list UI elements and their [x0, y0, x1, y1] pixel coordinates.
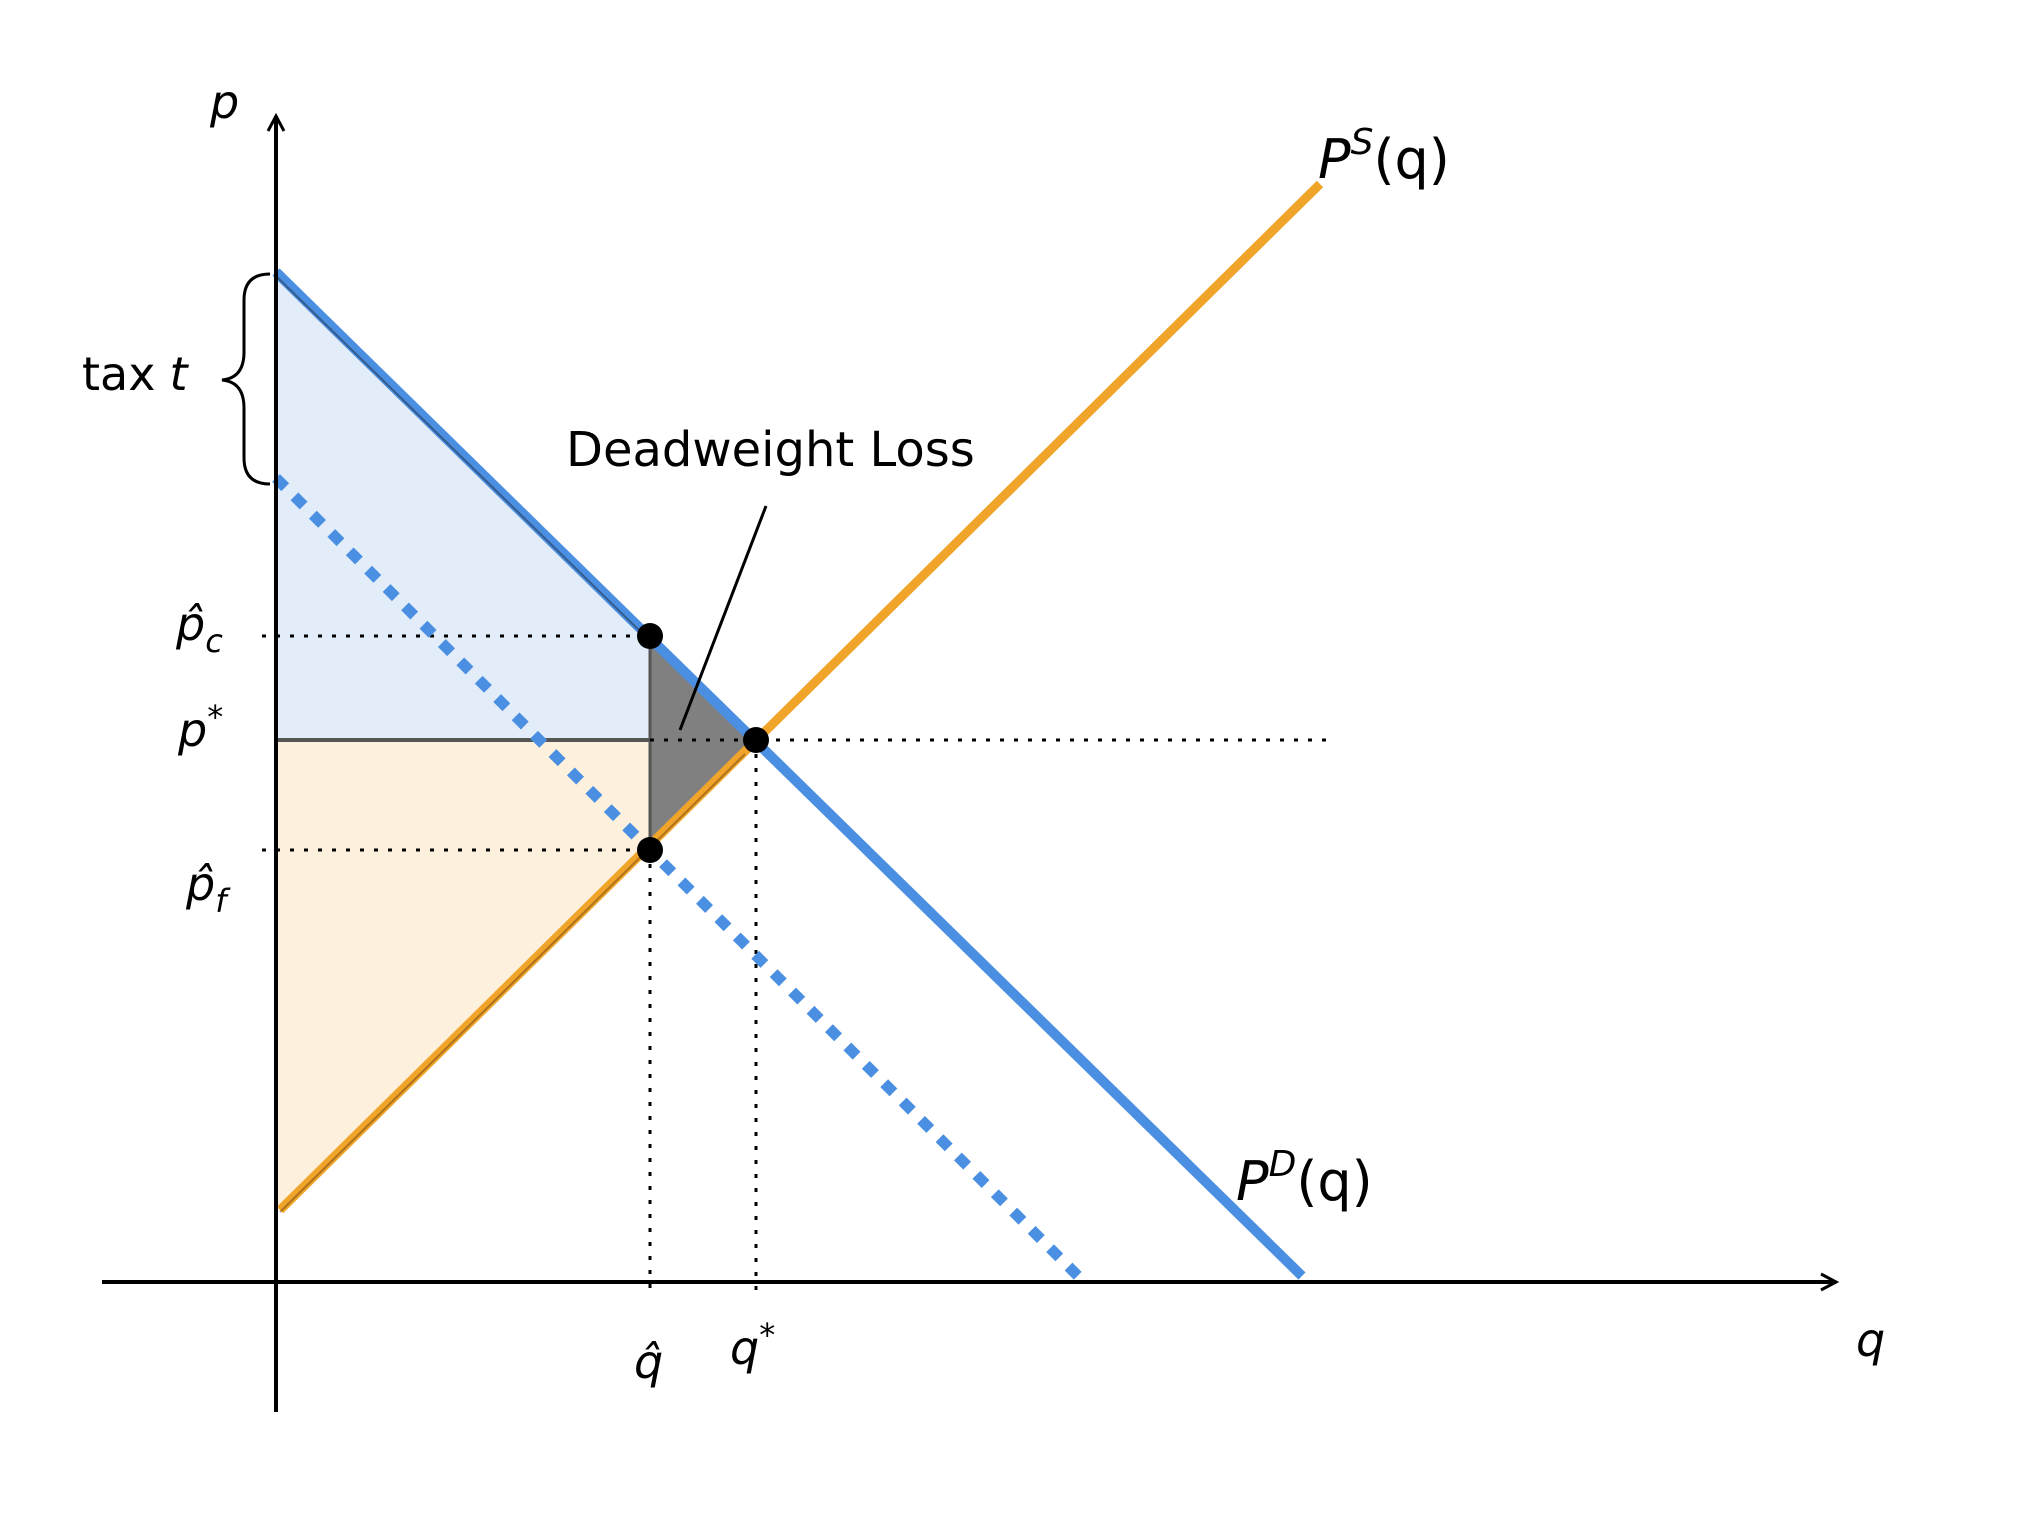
- x-axis-label: q: [1856, 1313, 1885, 1367]
- y-axis-label: p: [209, 75, 239, 129]
- supply-label: PS(q): [1318, 122, 1450, 191]
- demand-curve-shadow: [275, 275, 646, 637]
- shifted-demand-curve: [272, 474, 1084, 1282]
- point-producer-price: [637, 837, 663, 863]
- dwl-pointer: [678, 505, 768, 731]
- deadweight-loss-area: [650, 636, 756, 850]
- point-consumer-price: [637, 623, 663, 649]
- q-star-label: q*: [730, 1316, 775, 1375]
- point-equilibrium: [743, 727, 769, 753]
- demand-label: PD(q): [1236, 1144, 1373, 1213]
- demand-curve: [272, 268, 1306, 1280]
- supply-curve-shadow: [279, 753, 746, 1213]
- q-hat-label: q̂: [634, 1335, 663, 1389]
- p-f-label: p̂f: [185, 857, 231, 920]
- tax-brace: [221, 272, 271, 486]
- producer-surplus-area: [276, 740, 650, 1212]
- deadweight-loss-label: Deadweight Loss: [566, 422, 975, 478]
- consumer-surplus-area: [276, 272, 650, 740]
- p-c-label: p̂c: [175, 597, 223, 660]
- p-star-label: p*: [177, 698, 223, 757]
- supply-curve: [276, 180, 1324, 1214]
